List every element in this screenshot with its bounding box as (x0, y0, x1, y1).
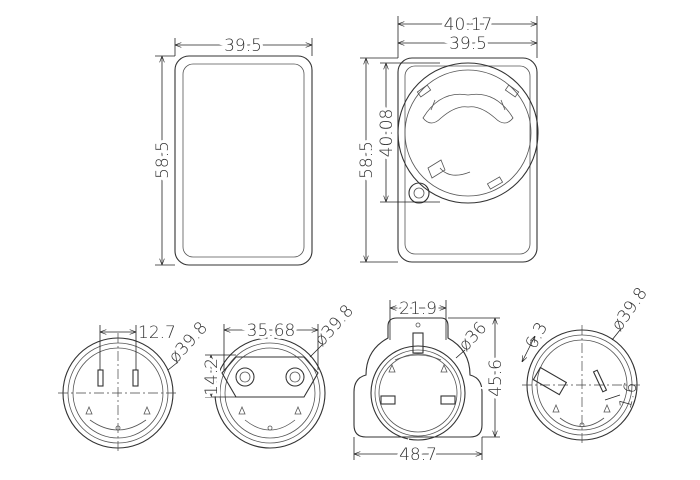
uk-height-dim: 45.6 (486, 359, 506, 397)
back-height-dim: 58.5 (357, 141, 377, 179)
us-pin-spacing-dim: 12.7 (138, 323, 176, 343)
au-pin-length-dim: 6.3 (522, 319, 552, 352)
uk-top-width-dim: 21.9 (399, 299, 437, 319)
eu-width-dim: 35.68 (247, 321, 296, 341)
uk-width-dim: 48.7 (399, 445, 437, 465)
back-view: 40.17 39.5 58.5 40.08 (354, 12, 539, 263)
plug-eu-view: 35.68 14.2 ø39.8 (199, 301, 358, 449)
uk-diameter-dim: ø36 (455, 318, 491, 355)
back-circle-height-dim: 40.08 (377, 109, 397, 158)
plug-us-view: 12.7 ø39.8 (58, 318, 212, 453)
front-width-dim: 39.5 (224, 36, 262, 56)
back-overall-width-dim: 40.17 (444, 15, 493, 35)
back-width-dim: 39.5 (449, 34, 487, 54)
au-diameter-dim: ø39.8 (608, 284, 652, 335)
eu-height-dim: 14.2 (202, 358, 222, 396)
plug-uk-view: 21.9 45.6 48.7 ø36 (353, 296, 509, 468)
front-view: 39.5 58.5 (150, 33, 313, 266)
plug-au-view: 6.3 1.6 ø39.8 (522, 284, 652, 445)
front-height-dim: 58.5 (153, 141, 173, 179)
